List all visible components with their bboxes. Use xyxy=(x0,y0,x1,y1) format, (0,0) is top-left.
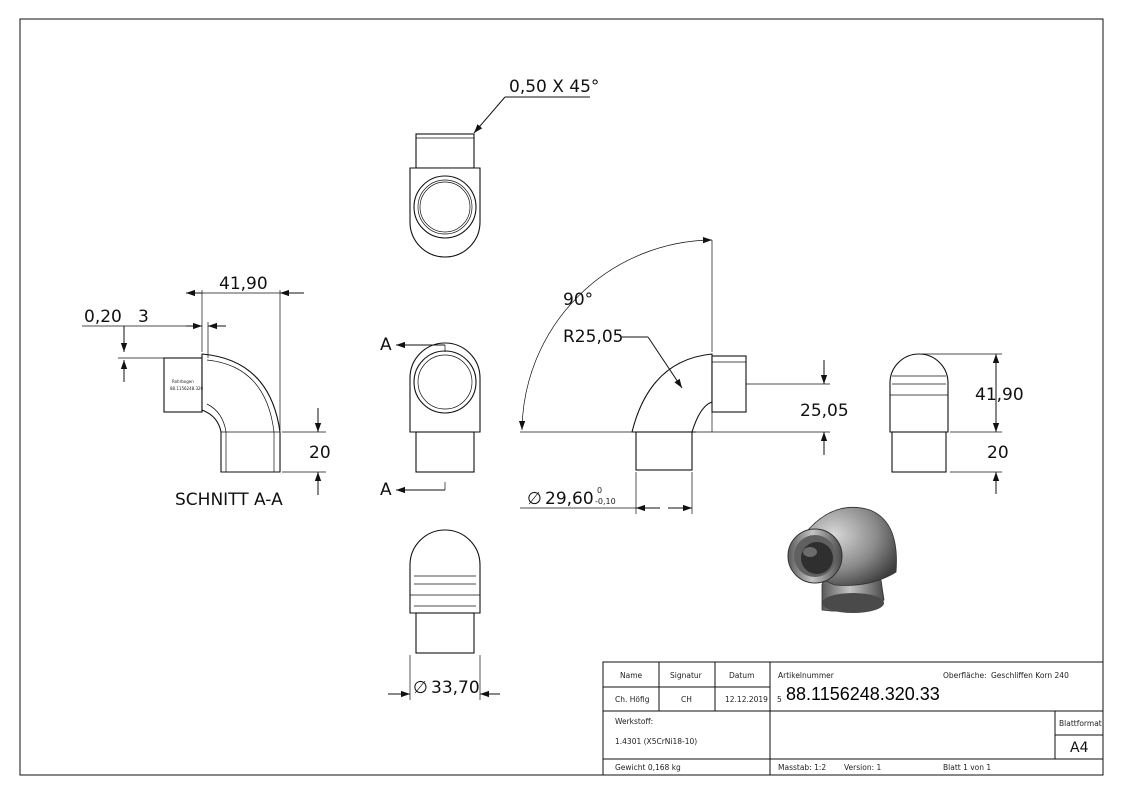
section-mark-top: A xyxy=(380,335,392,355)
tb-artikelnummer: 88.1156248.320.33 xyxy=(786,684,940,704)
section-mark-bottom: A xyxy=(380,480,392,500)
tb-datum: 12.12.2019 xyxy=(725,695,768,704)
side-view: 90° R25,05 25,05 ∅ 29,60 0 -0,10 xyxy=(518,236,849,514)
dim-right-length: 41,90 xyxy=(975,385,1024,405)
tb-blattformat-label: Blattformat xyxy=(1059,719,1102,728)
tb-oberflaeche-label: Oberfläche: xyxy=(943,671,987,680)
tb-col-signatur: Signatur xyxy=(670,671,703,680)
tb-col-name: Name xyxy=(620,671,643,680)
isometric-render xyxy=(787,506,897,613)
tb-artikelnummer-prefix: 5 xyxy=(777,695,782,704)
section-label: SCHNITT A-A xyxy=(175,490,283,510)
sheet-border xyxy=(19,18,1104,776)
dim-section-height: 20 xyxy=(309,443,331,463)
dim-tolerance-lower: -0,10 xyxy=(595,497,616,506)
svg-text:88.1156248.320: 88.1156248.320 xyxy=(170,386,204,391)
dim-section-length: 41,90 xyxy=(219,274,268,294)
dia-symbol-side: ∅ xyxy=(527,489,542,509)
tb-massstab: Masstab: 1:2 xyxy=(778,763,826,772)
tb-artikelnummer-label: Artikelnummer xyxy=(778,671,835,680)
dim-depth: 3 xyxy=(138,307,149,327)
dim-inner-diameter: 29,60 xyxy=(545,489,594,509)
tb-oberflaeche: Geschliffen Korn 240 xyxy=(991,671,1069,680)
tb-werkstoff-label: Werkstoff: xyxy=(615,717,653,726)
tb-blatt: Blatt 1 von 1 xyxy=(943,763,991,772)
title-block: Name Signatur Datum Ch. Höfig CH 12.12.2… xyxy=(602,661,1104,776)
dim-angle: 90° xyxy=(563,290,593,310)
tb-gewicht: Gewicht 0,168 kg xyxy=(615,763,681,772)
dim-chamfer: 0,50 X 45° xyxy=(509,77,599,97)
dim-offset: 25,05 xyxy=(800,401,849,421)
section-view: Rohrbogen 88.1156248.320 41,90 3 0,20 20… xyxy=(82,274,331,510)
dim-radius: R25,05 xyxy=(563,327,623,347)
dim-wall: 0,20 xyxy=(84,307,122,327)
top-view: 0,50 X 45° xyxy=(409,77,599,258)
dim-outer-diameter: 33,70 xyxy=(431,678,480,698)
dim-right-height: 20 xyxy=(987,443,1009,463)
tb-werkstoff: 1.4301 (X5CrNi18-10) xyxy=(615,737,697,746)
tb-name: Ch. Höfig xyxy=(615,695,650,704)
tb-signatur: CH xyxy=(681,695,692,704)
tb-version: Version: 1 xyxy=(844,763,881,772)
dim-tolerance-upper: 0 xyxy=(597,486,602,495)
svg-text:Rohrbogen: Rohrbogen xyxy=(172,379,194,384)
tb-col-datum: Datum xyxy=(729,671,754,680)
bottom-view: ∅ 33,70 xyxy=(388,529,500,700)
front-view: A A xyxy=(380,335,481,500)
tb-blattformat: A4 xyxy=(1070,740,1089,756)
right-view: 41,90 20 xyxy=(889,353,1024,494)
dia-symbol-bottom: ∅ xyxy=(413,678,428,698)
